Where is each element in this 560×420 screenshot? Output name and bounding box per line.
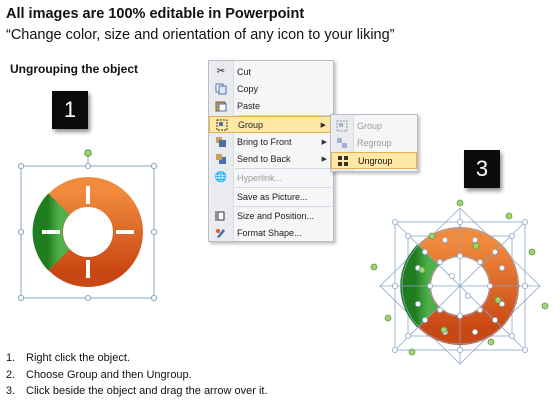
menu-item-cut[interactable]: ✂ Cut [209, 63, 333, 80]
submenu-arrow-icon: ▶ [321, 138, 327, 146]
send-to-back-icon [214, 152, 228, 165]
menu-item-paste[interactable]: Paste [209, 97, 333, 114]
menu-item-group[interactable]: Group ▶ [209, 116, 333, 133]
copy-icon [214, 82, 228, 95]
submenu-arrow-icon: ▶ [321, 155, 327, 163]
menu-item-copy[interactable]: Copy [209, 80, 333, 97]
bring-to-front-icon [214, 135, 228, 148]
ungroup-icon [336, 154, 350, 167]
section-title: Ungrouping the object [10, 62, 138, 76]
selection-handles [391, 218, 529, 353]
group-icon [335, 119, 349, 132]
menu-item-save-as-picture[interactable]: Save as Picture... [237, 191, 308, 202]
regroup-icon [335, 136, 349, 149]
group-icon [215, 118, 229, 131]
scissors-icon: ✂ [216, 66, 226, 77]
menu-item-size-and-position[interactable]: Size and Position... [209, 207, 333, 224]
hyperlink-icon: 🌐 [214, 172, 228, 183]
ungrouped-ring-object[interactable] [370, 199, 549, 365]
menu-item-hyperlink[interactable]: 🌐 Hyperlink... [214, 172, 283, 183]
group-submenu: Group Regroup Ungroup [330, 114, 418, 172]
instructions-list: 1. Right click the object. 2. Choose Gro… [6, 350, 268, 400]
context-menu: ✂ Cut Copy Paste Group ▶ Bring to Front … [208, 60, 334, 242]
paste-icon [214, 99, 228, 112]
step-3-badge: 3 [464, 150, 500, 188]
instruction-step: 2. Choose Group and then Ungroup. [6, 368, 192, 381]
menu-item-bring-to-front[interactable]: Bring to Front ▶ [209, 133, 333, 150]
page-title: All images are 100% editable in Powerpoi… [6, 6, 305, 22]
grouped-ring-object[interactable] [17, 149, 158, 302]
submenu-item-ungroup[interactable]: Ungroup [331, 152, 417, 169]
page-subtitle: “Change color, size and orientation of a… [6, 27, 395, 43]
rotation-handles [370, 199, 549, 356]
step-1-badge: 1 [52, 91, 88, 129]
menu-item-format-shape[interactable]: Format Shape... [209, 224, 333, 241]
instruction-step: 1. Right click the object. [6, 352, 130, 364]
format-shape-icon [214, 226, 228, 239]
submenu-item-regroup[interactable]: Regroup [331, 134, 417, 151]
rotate-handle[interactable] [84, 149, 92, 157]
size-position-icon [214, 209, 228, 222]
menu-item-send-to-back[interactable]: Send to Back ▶ [209, 150, 333, 167]
ring-graphic [32, 177, 143, 287]
instruction-step: 3. Click beside the object and drag the … [6, 385, 268, 397]
submenu-arrow-icon: ▶ [320, 121, 326, 129]
submenu-item-group[interactable]: Group [331, 117, 417, 134]
